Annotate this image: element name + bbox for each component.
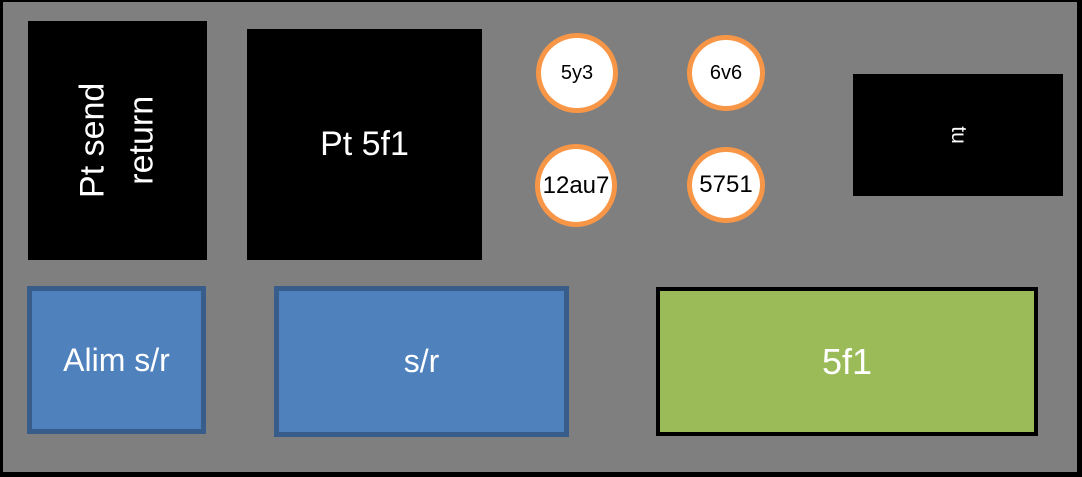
transformer-pt-5f1-label: Pt 5f1 (320, 125, 409, 163)
tube-6v6: 6v6 (687, 35, 765, 111)
board-5f1-label: 5f1 (821, 340, 873, 382)
tube-12au7: 12au7 (535, 144, 617, 227)
tube-6v6-label: 6v6 (709, 61, 743, 84)
tube-5y3: 5y3 (536, 33, 618, 113)
board-alim-sr: Alim s/r (27, 286, 206, 434)
transformer-pt-send-return: Pt send return (28, 21, 207, 260)
board-5f1: 5f1 (656, 287, 1038, 436)
tube-5y3-label: 5y3 (560, 61, 594, 84)
transformer-pt-send-return-line1: Pt send (73, 82, 112, 199)
transformer-tu: tu (853, 74, 1063, 196)
tube-5751: 5751 (687, 147, 765, 223)
tube-5751-label: 5751 (699, 171, 753, 198)
transformer-pt-5f1: Pt 5f1 (247, 29, 482, 260)
transformer-pt-send-return-label: Pt send return (68, 83, 167, 198)
tube-12au7-label: 12au7 (542, 171, 610, 199)
transformer-tu-label: tu (946, 126, 970, 144)
board-alim-sr-label: Alim s/r (63, 341, 170, 378)
board-sr-label: s/r (403, 343, 440, 379)
board-sr: s/r (274, 286, 569, 437)
transformer-pt-send-return-line2: return (122, 96, 161, 185)
